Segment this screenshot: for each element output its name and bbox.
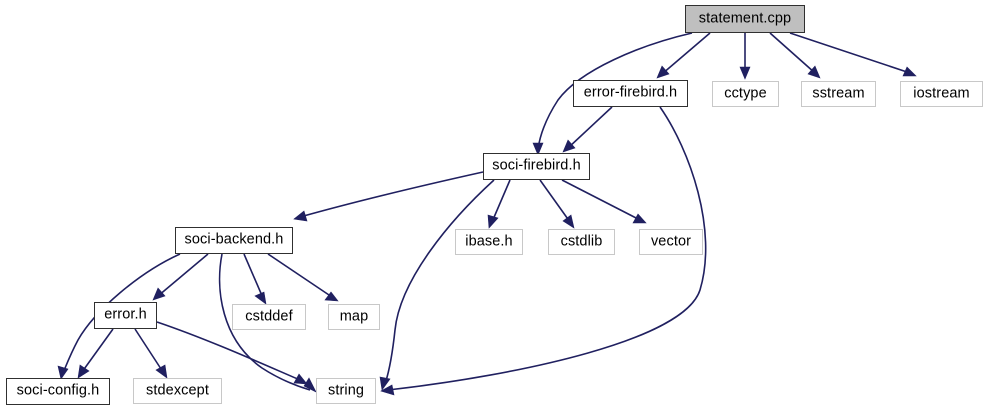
graph-node-label: stdexcept [146,382,209,399]
graph-node-label: soci-config.h [16,382,100,399]
arrow-head-icon [293,210,308,222]
graph-node-label: cstdlib [560,233,603,250]
graph-node-map[interactable]: map [328,304,380,330]
edge-line [769,32,816,74]
edge-line [218,253,311,391]
graph-node-label: string [327,382,365,399]
edge-line [384,179,495,385]
arrow-head-icon [152,287,166,301]
edge-line [62,253,181,374]
edge-soci_backend_h-to-string [218,253,317,393]
edge-line [81,328,114,373]
graph-node-label: map [339,308,369,325]
graph-node-ibase-h[interactable]: ibase.h [455,229,523,255]
graph-node-cctype[interactable]: cctype [712,81,779,107]
edge-line [567,106,613,149]
graph-node-label: vector [650,233,692,250]
edge-error_firebird_h-to-soci_firebird_h [562,106,613,153]
graph-node-label: ibase.h [465,233,513,250]
graph-node-label: soci-backend.h [184,231,284,248]
arrow-head-icon [155,364,168,379]
edge-soci_firebird_h-to-vector [561,179,647,224]
graph-node-label: cstddef [245,308,293,325]
arrow-head-icon [380,384,395,396]
edge-line [661,32,711,75]
graph-node-label: soci-firebird.h [492,157,581,174]
arrow-head-icon [902,66,917,77]
arrow-head-icon [57,365,69,380]
arrow-head-icon [293,373,308,385]
edge-line [156,321,301,381]
graph-node-label: sstream [812,85,865,102]
edge-error_h-to-soci_config_h [77,328,114,379]
graph-node-soci-firebird-h[interactable]: soci-firebird.h [483,153,590,180]
edge-statement_cpp-to-soci_firebird_h [532,32,693,156]
edge-error_h-to-string [156,321,308,385]
edge-soci_backend_h-to-soci_config_h [57,253,181,380]
graph-node-vector[interactable]: vector [639,229,703,255]
edge-line [789,32,911,74]
edge-line [157,253,209,297]
graph-node-stdexcept[interactable]: stdexcept [133,378,222,404]
arrow-head-icon [254,291,267,305]
edge-line [387,106,707,391]
edge-line [267,253,333,298]
edge-error_h-to-stdexcept [134,328,168,379]
arrow-head-icon [77,364,90,379]
edge-line [243,253,264,299]
edge-error_firebird_h-to-string [380,106,707,396]
graph-node-statement-cpp[interactable]: statement.cpp [685,5,805,33]
graph-node-iostream[interactable]: iostream [900,81,983,107]
arrow-head-icon [379,376,391,391]
graph-node-label: error-firebird.h [583,84,678,101]
edge-soci_firebird_h-to-ibase_h [487,179,511,229]
edge-soci_backend_h-to-cstddef [243,253,267,305]
edge-statement_cpp-to-error_firebird_h [656,32,711,79]
graph-node-cstdlib[interactable]: cstdlib [548,229,615,255]
edge-statement_cpp-to-cctype [739,33,751,80]
arrow-head-icon [532,142,544,156]
edge-line [299,171,484,218]
edge-soci_backend_h-to-map [267,253,339,302]
graph-node-soci-backend-h[interactable]: soci-backend.h [175,227,293,254]
arrow-head-icon [487,214,499,229]
edge-line [491,179,511,223]
edge-line [561,179,641,221]
edge-soci_backend_h-to-error_h [152,253,209,301]
edge-soci_firebird_h-to-cstdlib [539,179,575,229]
arrow-head-icon [324,291,339,302]
arrow-head-icon [739,66,751,80]
arrow-head-icon [807,65,821,79]
graph-node-sstream[interactable]: sstream [801,81,876,107]
graph-node-error-firebird-h[interactable]: error-firebird.h [573,80,688,107]
graph-node-label: error.h [104,306,147,323]
edge-line [539,179,571,223]
graph-node-soci-config-h[interactable]: soci-config.h [6,378,110,405]
arrow-head-icon [656,65,670,79]
arrow-head-icon [303,377,317,393]
arrow-head-icon [632,213,647,224]
arrow-head-icon [562,139,576,153]
edge-line [134,328,164,373]
graph-node-label: iostream [913,85,970,102]
graph-node-label: cctype [724,85,767,102]
edge-soci_firebird_h-to-soci_backend_h [293,171,484,222]
graph-node-error-h[interactable]: error.h [94,302,157,329]
arrow-head-icon [562,214,575,229]
edge-statement_cpp-to-sstream [769,32,821,79]
graph-node-cstddef[interactable]: cstddef [232,304,306,330]
graph-node-label: statement.cpp [698,10,792,27]
graph-node-string[interactable]: string [316,378,376,404]
edge-soci_firebird_h-to-string [379,179,495,391]
edge-line [537,32,693,150]
edge-statement_cpp-to-iostream [789,32,917,77]
